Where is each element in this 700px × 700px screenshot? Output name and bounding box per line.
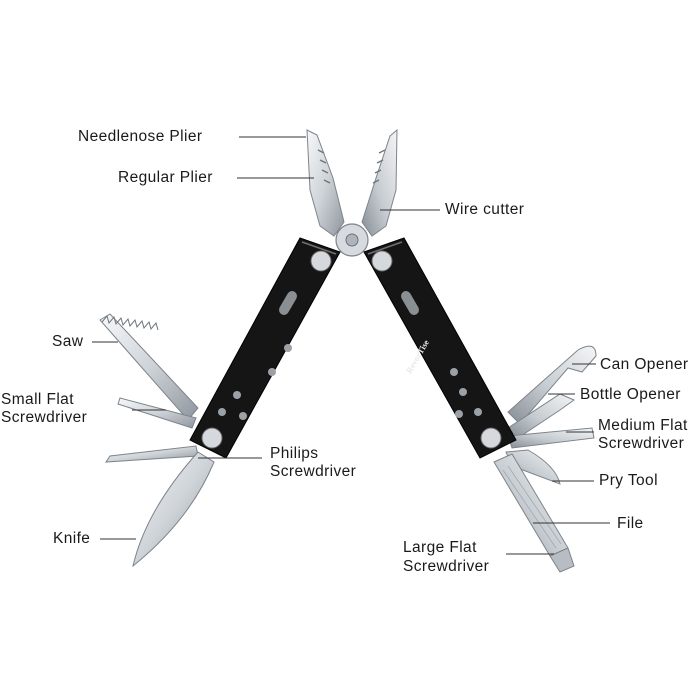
left-handle-edge bbox=[301, 241, 337, 255]
right-plier-jaw bbox=[361, 128, 398, 237]
left-handle-hole bbox=[233, 391, 241, 399]
leader-lines bbox=[92, 136, 610, 555]
knife-blade bbox=[132, 451, 215, 568]
label-large-flat-screwdriver-line1: Large Flat bbox=[403, 539, 477, 556]
philips-screwdriver-blade bbox=[105, 445, 199, 463]
right-handle-hole bbox=[455, 410, 463, 418]
right-handle: RevorTise bbox=[363, 237, 517, 459]
small-flat-screwdriver-blade bbox=[117, 397, 197, 429]
left-handle-hole bbox=[239, 412, 247, 420]
label-philips-screwdriver-line2: Screwdriver bbox=[270, 463, 357, 480]
label-regular-plier: Regular Plier bbox=[118, 169, 213, 186]
left-tools bbox=[99, 313, 215, 568]
label-needlenose-plier: Needlenose Plier bbox=[78, 128, 203, 145]
label-philips-screwdriver-line1: Philips bbox=[270, 445, 319, 462]
label-knife: Knife bbox=[53, 530, 91, 547]
label-saw: Saw bbox=[52, 333, 84, 350]
right-handle-edge bbox=[367, 241, 403, 255]
right-tools bbox=[493, 345, 597, 573]
label-pry-tool: Pry Tool bbox=[599, 472, 658, 489]
plier-teeth-right bbox=[372, 149, 386, 184]
saw-teeth bbox=[101, 314, 159, 331]
left-handle bbox=[189, 237, 341, 459]
right-handle-rivet-bottom bbox=[480, 427, 502, 449]
left-handle-slot bbox=[279, 291, 297, 315]
left-handle-hole bbox=[284, 344, 292, 352]
left-handle-hole bbox=[218, 408, 226, 416]
can-opener-blade bbox=[507, 345, 597, 425]
label-small-flat-screwdriver-line1: Small Flat bbox=[1, 391, 74, 408]
label-file: File bbox=[617, 515, 644, 532]
label-large-flat-screwdriver-line2: Screwdriver bbox=[403, 558, 490, 575]
plier-pivot-center bbox=[345, 233, 359, 247]
left-handle-rivet-bottom bbox=[201, 427, 223, 449]
right-handle-hole bbox=[450, 368, 458, 376]
left-handle-rivet-top bbox=[310, 250, 332, 272]
large-flat-screwdriver-blade bbox=[549, 547, 575, 573]
right-handle-rivet-top bbox=[371, 250, 393, 272]
right-handle-body bbox=[363, 237, 517, 459]
left-handle-body bbox=[189, 237, 341, 459]
saw-blade bbox=[99, 313, 199, 421]
label-small-flat-screwdriver-line2: Screwdriver bbox=[1, 409, 88, 426]
file-texture bbox=[502, 465, 562, 549]
label-medium-flat-screwdriver-line2: Screwdriver bbox=[598, 435, 685, 452]
label-can-opener: Can Opener bbox=[600, 356, 689, 373]
right-handle-hole bbox=[474, 408, 482, 416]
pry-tool-blade bbox=[505, 449, 561, 485]
left-handle-hole bbox=[268, 368, 276, 376]
plier-jaws bbox=[306, 128, 398, 257]
left-plier-jaw bbox=[306, 129, 345, 237]
medium-flat-screwdriver-blade bbox=[507, 427, 595, 449]
right-handle-hole bbox=[459, 388, 467, 396]
label-medium-flat-screwdriver-line1: Medium Flat bbox=[598, 417, 688, 434]
label-wire-cutter: Wire cutter bbox=[445, 201, 525, 218]
plier-teeth-left bbox=[317, 149, 331, 184]
right-handle-slot bbox=[401, 291, 419, 315]
label-bottle-opener: Bottle Opener bbox=[580, 386, 681, 403]
